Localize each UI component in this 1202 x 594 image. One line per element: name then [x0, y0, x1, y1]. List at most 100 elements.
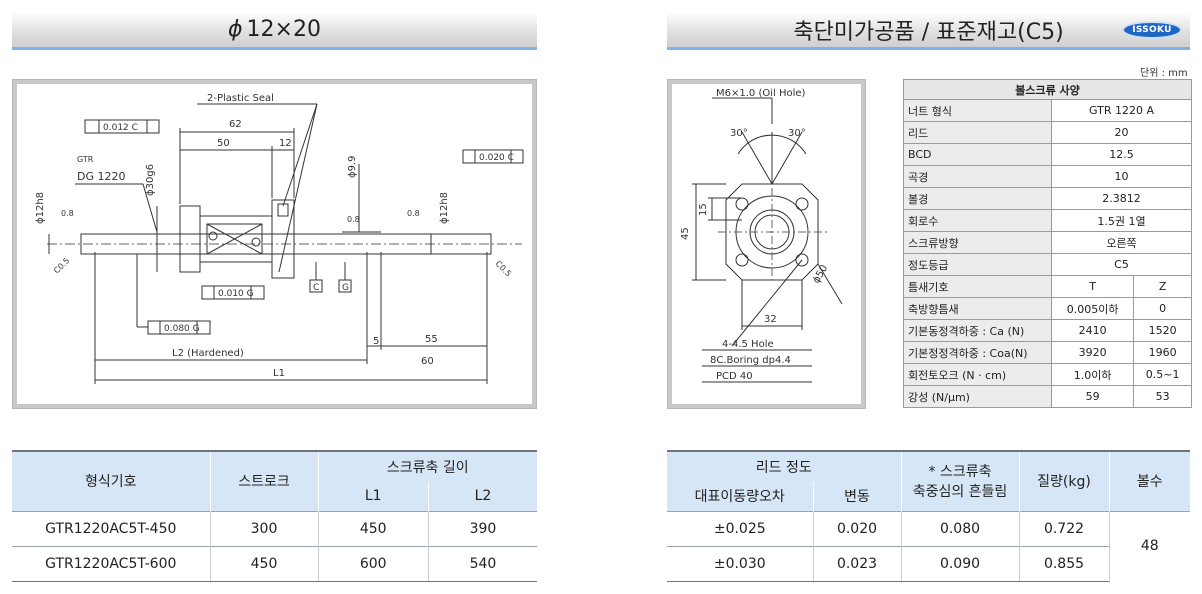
spec-value-z: 1520 — [1133, 319, 1192, 342]
header-length: 스크류축 길이 — [317, 451, 537, 482]
mass-cell: 0.722 — [1018, 510, 1110, 546]
spec-value: 2.3812 — [1051, 187, 1192, 210]
model-cell: GTR1220AC5T-450 — [12, 510, 211, 546]
spec-label: 강성 (N/μm) — [903, 385, 1052, 408]
nut-drawing: M6×1.0 (Oil Hole) 30° 30° 45 15 ϕ50 32 4… — [680, 88, 843, 383]
spec-label: 회전토오크 (N · cm) — [903, 363, 1052, 386]
dim-32: 32 — [764, 314, 777, 325]
nut-drawing-panel: M6×1.0 (Oil Hole) 30° 30° 45 15 ϕ50 32 4… — [667, 79, 866, 409]
l1-cell: 600 — [317, 545, 429, 582]
header-rep-error: 대표이동량오차 — [667, 482, 814, 511]
spec-value: 12.5 — [1051, 143, 1192, 166]
tolerance-0012: 0.012 C — [103, 123, 138, 133]
tolerance-0010: 0.010 G — [218, 289, 254, 299]
balls-cell: 48 — [1108, 510, 1190, 581]
spec-label: 축방향틈새 — [903, 297, 1052, 320]
stroke-cell: 300 — [209, 510, 319, 546]
spec-value-t: 3920 — [1050, 341, 1135, 364]
variation-cell: 0.020 — [812, 510, 902, 546]
variation-cell: 0.023 — [812, 545, 902, 582]
header-model: 형식기호 — [12, 451, 211, 511]
l1-label: L1 — [273, 368, 285, 379]
dg-label: DG 1220 — [77, 170, 126, 183]
spec-value-z: Z — [1133, 275, 1192, 298]
datum-c: C — [313, 283, 319, 293]
dim-12: 12 — [279, 138, 292, 149]
spec-label: 스크류방향 — [903, 231, 1052, 254]
spec-label: 리드 — [903, 121, 1052, 144]
spec-value-t: 1.0이하 — [1050, 363, 1135, 386]
spec-value-z: 0.5~1 — [1133, 363, 1192, 386]
unit-label: 단위 : mm — [1140, 68, 1188, 79]
rep-error-cell: ±0.025 — [667, 510, 814, 546]
header-left: ϕ 12×20 — [12, 12, 537, 50]
spec-value-z: 53 — [1133, 385, 1192, 408]
m6-label: M6×1.0 (Oil Hole) — [716, 88, 806, 99]
tolerance-0020: 0.020 C — [479, 153, 514, 163]
spec-value-t: T — [1050, 275, 1135, 298]
l2-cell: 540 — [427, 545, 537, 582]
dim-45: 45 — [680, 227, 691, 240]
dim-60: 60 — [421, 356, 434, 367]
boring-label: 8C.Boring dp4.4 — [710, 355, 791, 366]
header-left-title: 12×20 — [246, 17, 321, 42]
spec-value-z: 1960 — [1133, 341, 1192, 364]
dia-left: ϕ12h8 — [35, 192, 46, 224]
spec-label: 기본동정격하중 : Ca (N) — [903, 319, 1052, 342]
angle-right: 30° — [788, 128, 806, 139]
spec-label: 볼경 — [903, 187, 1052, 210]
spec-value-t: 0.005이하 — [1050, 297, 1135, 320]
roughness-2: 0.8 — [407, 209, 420, 218]
spec-label: 너트 형식 — [903, 99, 1052, 122]
header-lead-accuracy: 리드 정도 — [667, 451, 902, 482]
phi-symbol: ϕ — [228, 17, 243, 42]
header-balls: 볼수 — [1108, 451, 1190, 511]
header-right-title: 축단미가공품 / 표준재고(C5) — [793, 19, 1064, 45]
dim-62: 62 — [229, 119, 242, 130]
spec-label: 기본정정격하중 : Coa(N) — [903, 341, 1052, 364]
roughness-3: 0.8 — [347, 215, 360, 224]
header-l1: L1 — [318, 482, 429, 511]
spec-label: 틈새기호 — [903, 275, 1052, 298]
c05-right: C0.5 — [494, 259, 513, 278]
c05-left: C0.5 — [52, 256, 71, 275]
runout-cell: 0.080 — [900, 510, 1020, 546]
dim-5: 5 — [373, 336, 379, 347]
stroke-cell: 450 — [209, 545, 319, 582]
tolerance-0080: 0.080 G — [164, 324, 200, 334]
spec-value-t: 2410 — [1050, 319, 1135, 342]
spec-value: GTR 1220 A — [1051, 99, 1192, 122]
spec-value-t: 59 — [1050, 385, 1135, 408]
dim-50: 50 — [217, 138, 230, 149]
dim-15: 15 — [698, 203, 709, 216]
spec-value: 20 — [1051, 121, 1192, 144]
datum-g: G — [342, 283, 349, 293]
l1-cell: 450 — [317, 510, 429, 546]
l2-cell: 390 — [427, 510, 537, 546]
angle-left: 30° — [730, 128, 748, 139]
spec-value: 10 — [1051, 165, 1192, 188]
header-variation: 변동 — [812, 482, 901, 511]
spec-label: 정도등급 — [903, 253, 1052, 276]
spec-label: 회로수 — [903, 209, 1052, 232]
dim-55: 55 — [425, 334, 438, 345]
holes-label: 4-4.5 Hole — [722, 339, 774, 350]
